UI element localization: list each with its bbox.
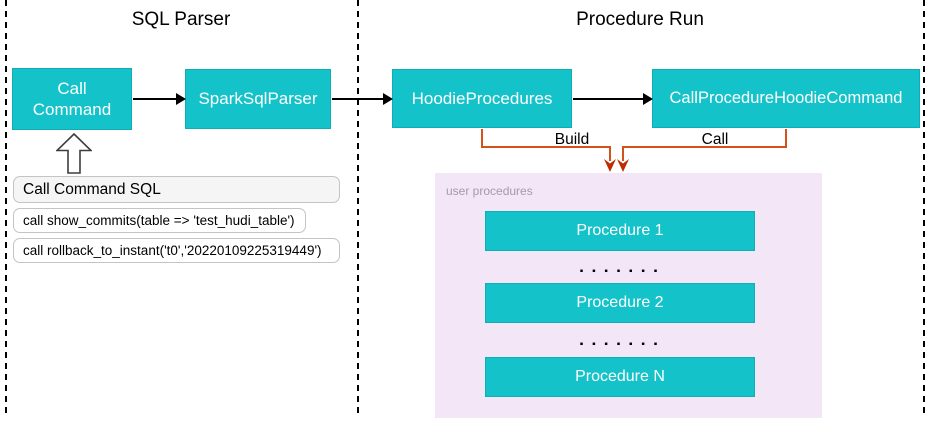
- user-procedures-label: user procedures: [446, 184, 533, 198]
- build-arrowhead-icon: [604, 159, 616, 172]
- call-arrowhead-icon: [617, 159, 629, 172]
- ellipsis-dots: ▪ ▪ ▪ ▪ ▪ ▪ ▪: [485, 266, 755, 277]
- spark-sql-parser-label: SparkSqlParser: [198, 89, 318, 109]
- call-edge-label: Call: [701, 131, 729, 148]
- right-section-dashed-border: [923, 0, 925, 413]
- spark-sql-parser-node: SparkSqlParser: [185, 69, 331, 129]
- middle-section-dashed-border: [357, 0, 359, 413]
- procedure-2-label: Procedure 2: [576, 294, 664, 311]
- sql-table-row: call show_commits(table => 'test_hudi_ta…: [13, 208, 306, 233]
- call-command-label: Call Command: [33, 78, 111, 121]
- procedure-1-label: Procedure 1: [576, 222, 664, 239]
- call-procedure-hoodie-command-label: CallProcedureHoodieCommand: [669, 89, 903, 108]
- build-edge-label: Build: [554, 131, 590, 148]
- ellipsis-dots-text: ▪ ▪ ▪ ▪ ▪ ▪ ▪: [579, 339, 661, 350]
- arrow-parser-to-hoodie-procedures: [332, 93, 393, 105]
- procedure-2-node: Procedure 2: [485, 283, 755, 323]
- call-command-label-line2: Command: [32, 100, 112, 119]
- call-command-sql-table: Call Command SQL call show_commits(table…: [13, 176, 340, 263]
- procedure-n-node: Procedure N: [485, 357, 755, 397]
- procedure-n-label: Procedure N: [575, 368, 665, 385]
- sql-parser-section-title: SQL Parser: [131, 9, 231, 30]
- arrow-call-command-to-parser: [133, 93, 186, 105]
- hoodie-procedures-label: HoodieProcedures: [411, 88, 553, 108]
- procedure-1-node: Procedure 1: [485, 211, 755, 251]
- call-command-node: Call Command: [12, 68, 132, 130]
- hollow-up-arrow-icon: [56, 133, 92, 174]
- procedure-run-section-title: Procedure Run: [576, 9, 704, 30]
- call-command-label-line1: Call: [57, 78, 87, 98]
- arrow-hoodie-procedures-to-command: [573, 93, 653, 105]
- sql-table-row: call rollback_to_instant('t0','202201092…: [13, 238, 340, 263]
- sql-table-header: Call Command SQL: [13, 176, 340, 203]
- user-procedures-container: user procedures Procedure 1 ▪ ▪ ▪ ▪ ▪ ▪ …: [435, 173, 822, 418]
- left-section-dashed-border: [5, 0, 7, 413]
- call-procedure-hoodie-command-node: CallProcedureHoodieCommand: [652, 69, 920, 128]
- hoodie-procedures-node: HoodieProcedures: [392, 69, 572, 128]
- ellipsis-dots-text: ▪ ▪ ▪ ▪ ▪ ▪ ▪: [579, 266, 661, 277]
- ellipsis-dots: ▪ ▪ ▪ ▪ ▪ ▪ ▪: [485, 339, 755, 350]
